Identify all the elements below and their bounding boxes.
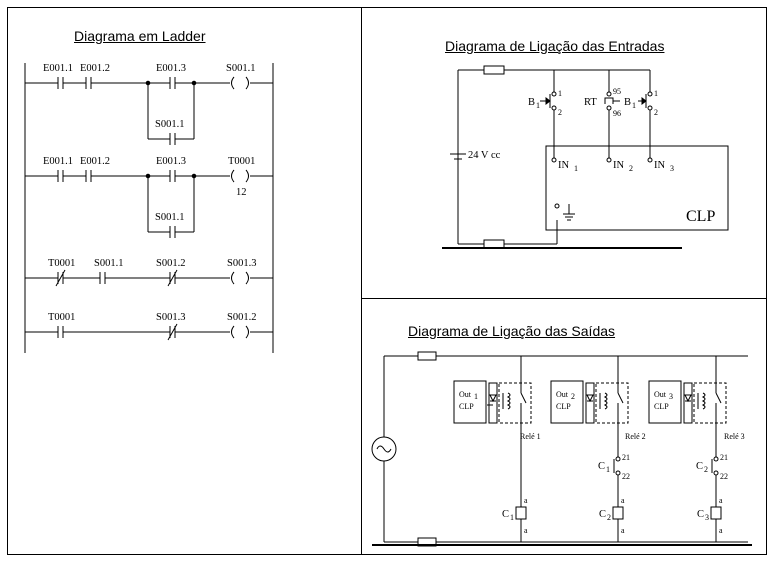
r2-preset-label: 12 — [236, 187, 247, 198]
b1-label-a: B — [528, 97, 535, 108]
ladder-diagram: E001.1 E001.2 E001.3 S001.1 S001.1 E001.… — [24, 63, 274, 353]
c2-pin22: 22 — [622, 472, 630, 481]
c3-pin22: 22 — [720, 472, 728, 481]
clp3-label: CLP — [654, 402, 669, 411]
rele3-label: Relé 3 — [724, 432, 745, 441]
out2-sub: 2 — [571, 392, 575, 401]
r3-s0012-label: S001.2 — [156, 258, 185, 269]
c3b-sub: 3 — [705, 513, 709, 522]
clp2-label: CLP — [556, 402, 571, 411]
c2-a2: a — [621, 526, 625, 535]
clp1-label: CLP — [459, 402, 474, 411]
c3-sub: 2 — [704, 465, 708, 474]
r1-e0012-label: E001.2 — [80, 63, 110, 74]
r3-s0011-label: S001.1 — [94, 258, 123, 269]
relay-unit-2 — [550, 356, 629, 542]
c3b-label: C — [697, 509, 704, 520]
c3-a1: a — [719, 496, 723, 505]
b1-pin1-a: 1 — [558, 89, 562, 98]
r1-e0011-label: E001.1 — [43, 63, 73, 74]
relay-unit-3 — [648, 356, 727, 542]
in3-label: IN — [654, 160, 665, 171]
rung-1 — [25, 76, 273, 145]
b1-pin2-b: 2 — [654, 108, 658, 117]
in1-sub: 1 — [574, 164, 578, 173]
out1-label: Out — [459, 390, 472, 399]
out3-label: Out — [654, 390, 667, 399]
c2-pin21: 21 — [622, 453, 630, 462]
r3-t0001-label: T0001 — [48, 258, 75, 269]
rung-2 — [25, 169, 273, 238]
inputs-diagram: 24 V cc B 1 1 2 RT 95 96 B 1 1 2 IN 1 IN… — [442, 65, 729, 249]
in3-sub: 3 — [670, 164, 674, 173]
supply-label: 24 V cc — [468, 150, 501, 161]
c1-label: C — [502, 509, 509, 520]
c1-sub: 1 — [510, 513, 514, 522]
b1-sub-a: 1 — [536, 101, 540, 110]
rung-4 — [25, 323, 273, 341]
b1-sub-b: 1 — [632, 101, 636, 110]
rele1-label: Relé 1 — [520, 432, 541, 441]
r3-coil-label: S001.3 — [227, 258, 256, 269]
c3-a2: a — [719, 526, 723, 535]
b1-label-b: B — [624, 97, 631, 108]
in1-label: IN — [558, 160, 569, 171]
rt-pin95: 95 — [613, 87, 621, 96]
inputs-title: Diagrama de Ligação das Entradas — [445, 38, 665, 54]
outputs-diagram: Out 1 CLP Relé 1 C 1 a a Out 2 CLP Relé … — [371, 351, 752, 547]
r4-s0013-label: S001.3 — [156, 312, 185, 323]
outputs-panel: Diagrama de Ligação das Saídas — [361, 298, 767, 555]
r1-coil-label: S001.1 — [226, 63, 255, 74]
outputs-title: Diagrama de Ligação das Saídas — [408, 323, 616, 339]
ladder-panel: Diagrama em Ladder — [7, 7, 362, 555]
out1-sub: 1 — [474, 392, 478, 401]
c2b-label: C — [599, 509, 606, 520]
out2-label: Out — [556, 390, 569, 399]
inputs-panel: Diagrama de Ligação das Entradas — [361, 7, 767, 299]
rele2-label: Relé 2 — [625, 432, 646, 441]
r2-coil-label: T0001 — [228, 156, 255, 167]
clp-label: CLP — [686, 208, 715, 225]
rt-pin96: 96 — [613, 109, 621, 118]
c3-label: C — [696, 461, 703, 472]
c2b-sub: 2 — [607, 513, 611, 522]
r1-e0013-label: E001.3 — [156, 63, 186, 74]
c3-pin21: 21 — [720, 453, 728, 462]
c2-sub: 1 — [606, 465, 610, 474]
out3-sub: 3 — [669, 392, 673, 401]
c2-a1: a — [621, 496, 625, 505]
b1-pin1-b: 1 — [654, 89, 658, 98]
rt-label: RT — [584, 97, 597, 108]
relay-unit-1 — [453, 356, 532, 542]
b1-pin2-a: 2 — [558, 108, 562, 117]
c2-label: C — [598, 461, 605, 472]
c1-a2: a — [524, 526, 528, 535]
in2-label: IN — [613, 160, 624, 171]
ladder-title: Diagrama em Ladder — [74, 28, 206, 44]
r4-coil-label: S001.2 — [227, 312, 256, 323]
r2-e0011-label: E001.1 — [43, 156, 73, 167]
r2-e0013-label: E001.3 — [156, 156, 186, 167]
r2-branch-label: S001.1 — [155, 212, 184, 223]
c1-a1: a — [524, 496, 528, 505]
r1-branch-label: S001.1 — [155, 119, 184, 130]
in2-sub: 2 — [629, 164, 633, 173]
rung-3 — [25, 269, 273, 287]
r2-e0012-label: E001.2 — [80, 156, 110, 167]
r4-t0001-label: T0001 — [48, 312, 75, 323]
